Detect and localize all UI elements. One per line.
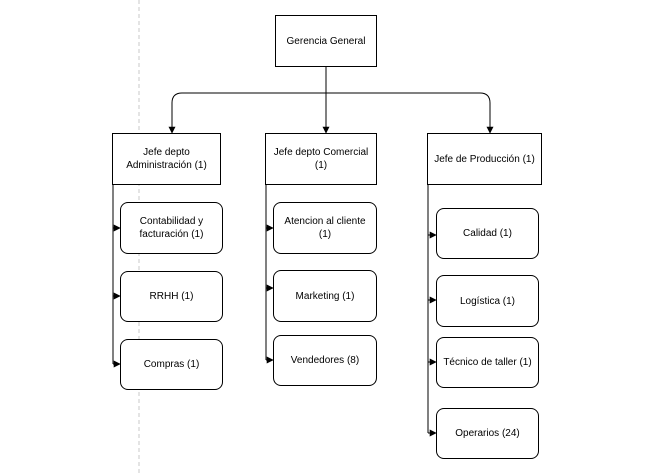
child-node-compras[interactable]: Compras (1) xyxy=(120,339,223,390)
dept-node-produccion[interactable]: Jefe de Producción (1) xyxy=(427,133,542,185)
connector-root-to-administracion xyxy=(168,92,326,134)
child-node-marketing[interactable]: Marketing (1) xyxy=(273,270,377,322)
child-node-vendedores[interactable]: Vendedores (8) xyxy=(273,335,377,386)
child-node-atencion-cliente[interactable]: Atencion al cliente (1) xyxy=(273,202,377,254)
child-node-logistica[interactable]: Logística (1) xyxy=(436,275,539,327)
child-node-tecnico-taller[interactable]: Técnico de taller (1) xyxy=(436,337,539,388)
connectors xyxy=(112,67,494,437)
dept-node-administracion[interactable]: Jefe depto Administración (1) xyxy=(112,133,221,185)
child-node-calidad[interactable]: Calidad (1) xyxy=(436,208,539,259)
connector-root-to-produccion xyxy=(326,92,494,134)
root-node-gerencia-general[interactable]: Gerencia General xyxy=(275,15,377,67)
child-node-operarios[interactable]: Operarios (24) xyxy=(436,408,539,459)
child-node-rrhh[interactable]: RRHH (1) xyxy=(120,271,223,322)
dept-node-comercial[interactable]: Jefe depto Comercial (1) xyxy=(265,133,377,185)
child-node-contabilidad[interactable]: Contabilidad y facturación (1) xyxy=(120,202,223,254)
